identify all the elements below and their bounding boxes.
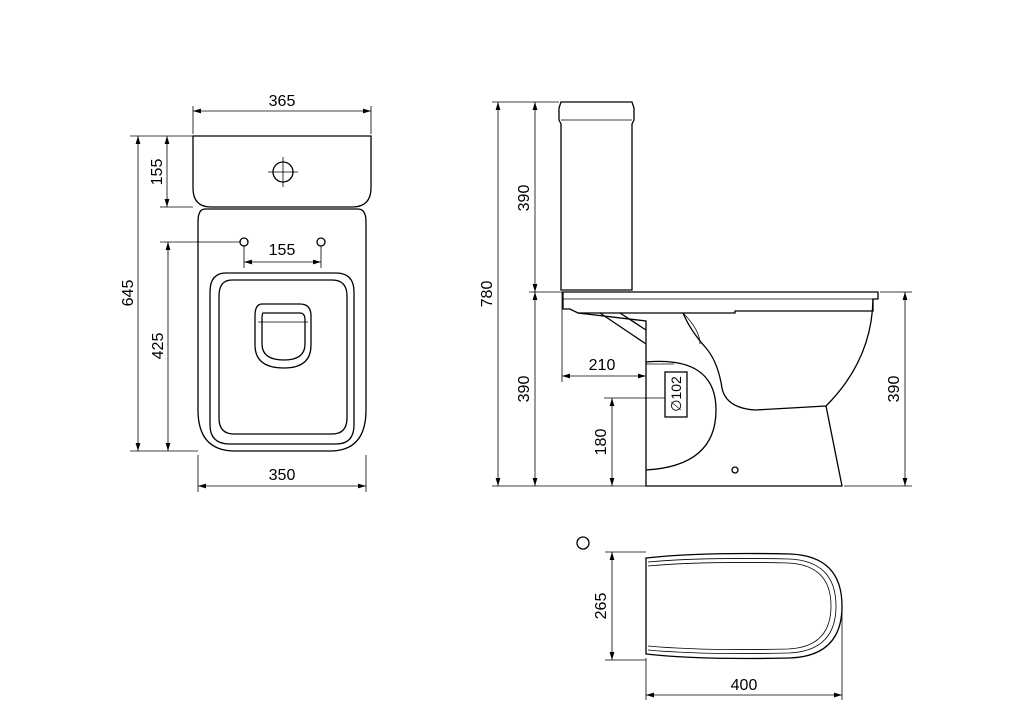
dim-top-width: 365 — [269, 93, 296, 110]
bowl-outline — [197, 208, 367, 452]
side-view: ∅102 780 390 390 210 180 390 — [479, 101, 912, 487]
bolt-hole-right — [316, 237, 326, 247]
cistern-top-outline — [192, 135, 372, 208]
outlet-circle — [645, 360, 717, 471]
fixing-hole — [731, 466, 739, 474]
seat-outline — [209, 272, 355, 445]
bolt-hole-left — [239, 237, 249, 247]
dim-bolt-spacing: 155 — [269, 242, 296, 259]
dim-overall-height: 780 — [479, 281, 496, 308]
bowl-opening — [254, 303, 312, 369]
dim-outlet-diameter: ∅102 — [668, 376, 684, 412]
top-view: 365 155 645 425 155 350 — [120, 93, 372, 492]
seat-side — [562, 291, 879, 314]
dim-tank-depth: 155 — [149, 159, 166, 186]
seat-view: 265 400 — [576, 536, 843, 700]
dim-seat-length: 400 — [731, 677, 758, 694]
hinge-circle-icon — [576, 536, 590, 550]
cistern-side — [558, 101, 635, 291]
dim-outlet-offset: 210 — [589, 357, 616, 374]
bowl-side — [577, 298, 874, 487]
dim-bowl-length: 425 — [150, 333, 167, 360]
dim-overall-length: 645 — [120, 280, 137, 307]
dim-tank-height: 390 — [516, 185, 533, 212]
seat-top-outline — [645, 552, 843, 660]
dim-bowl-height: 390 — [516, 376, 533, 403]
dim-seat-width: 265 — [593, 593, 610, 620]
dim-rim-height: 390 — [886, 376, 903, 403]
dim-outlet-height: 180 — [593, 429, 610, 456]
dim-base-width: 350 — [269, 467, 296, 484]
